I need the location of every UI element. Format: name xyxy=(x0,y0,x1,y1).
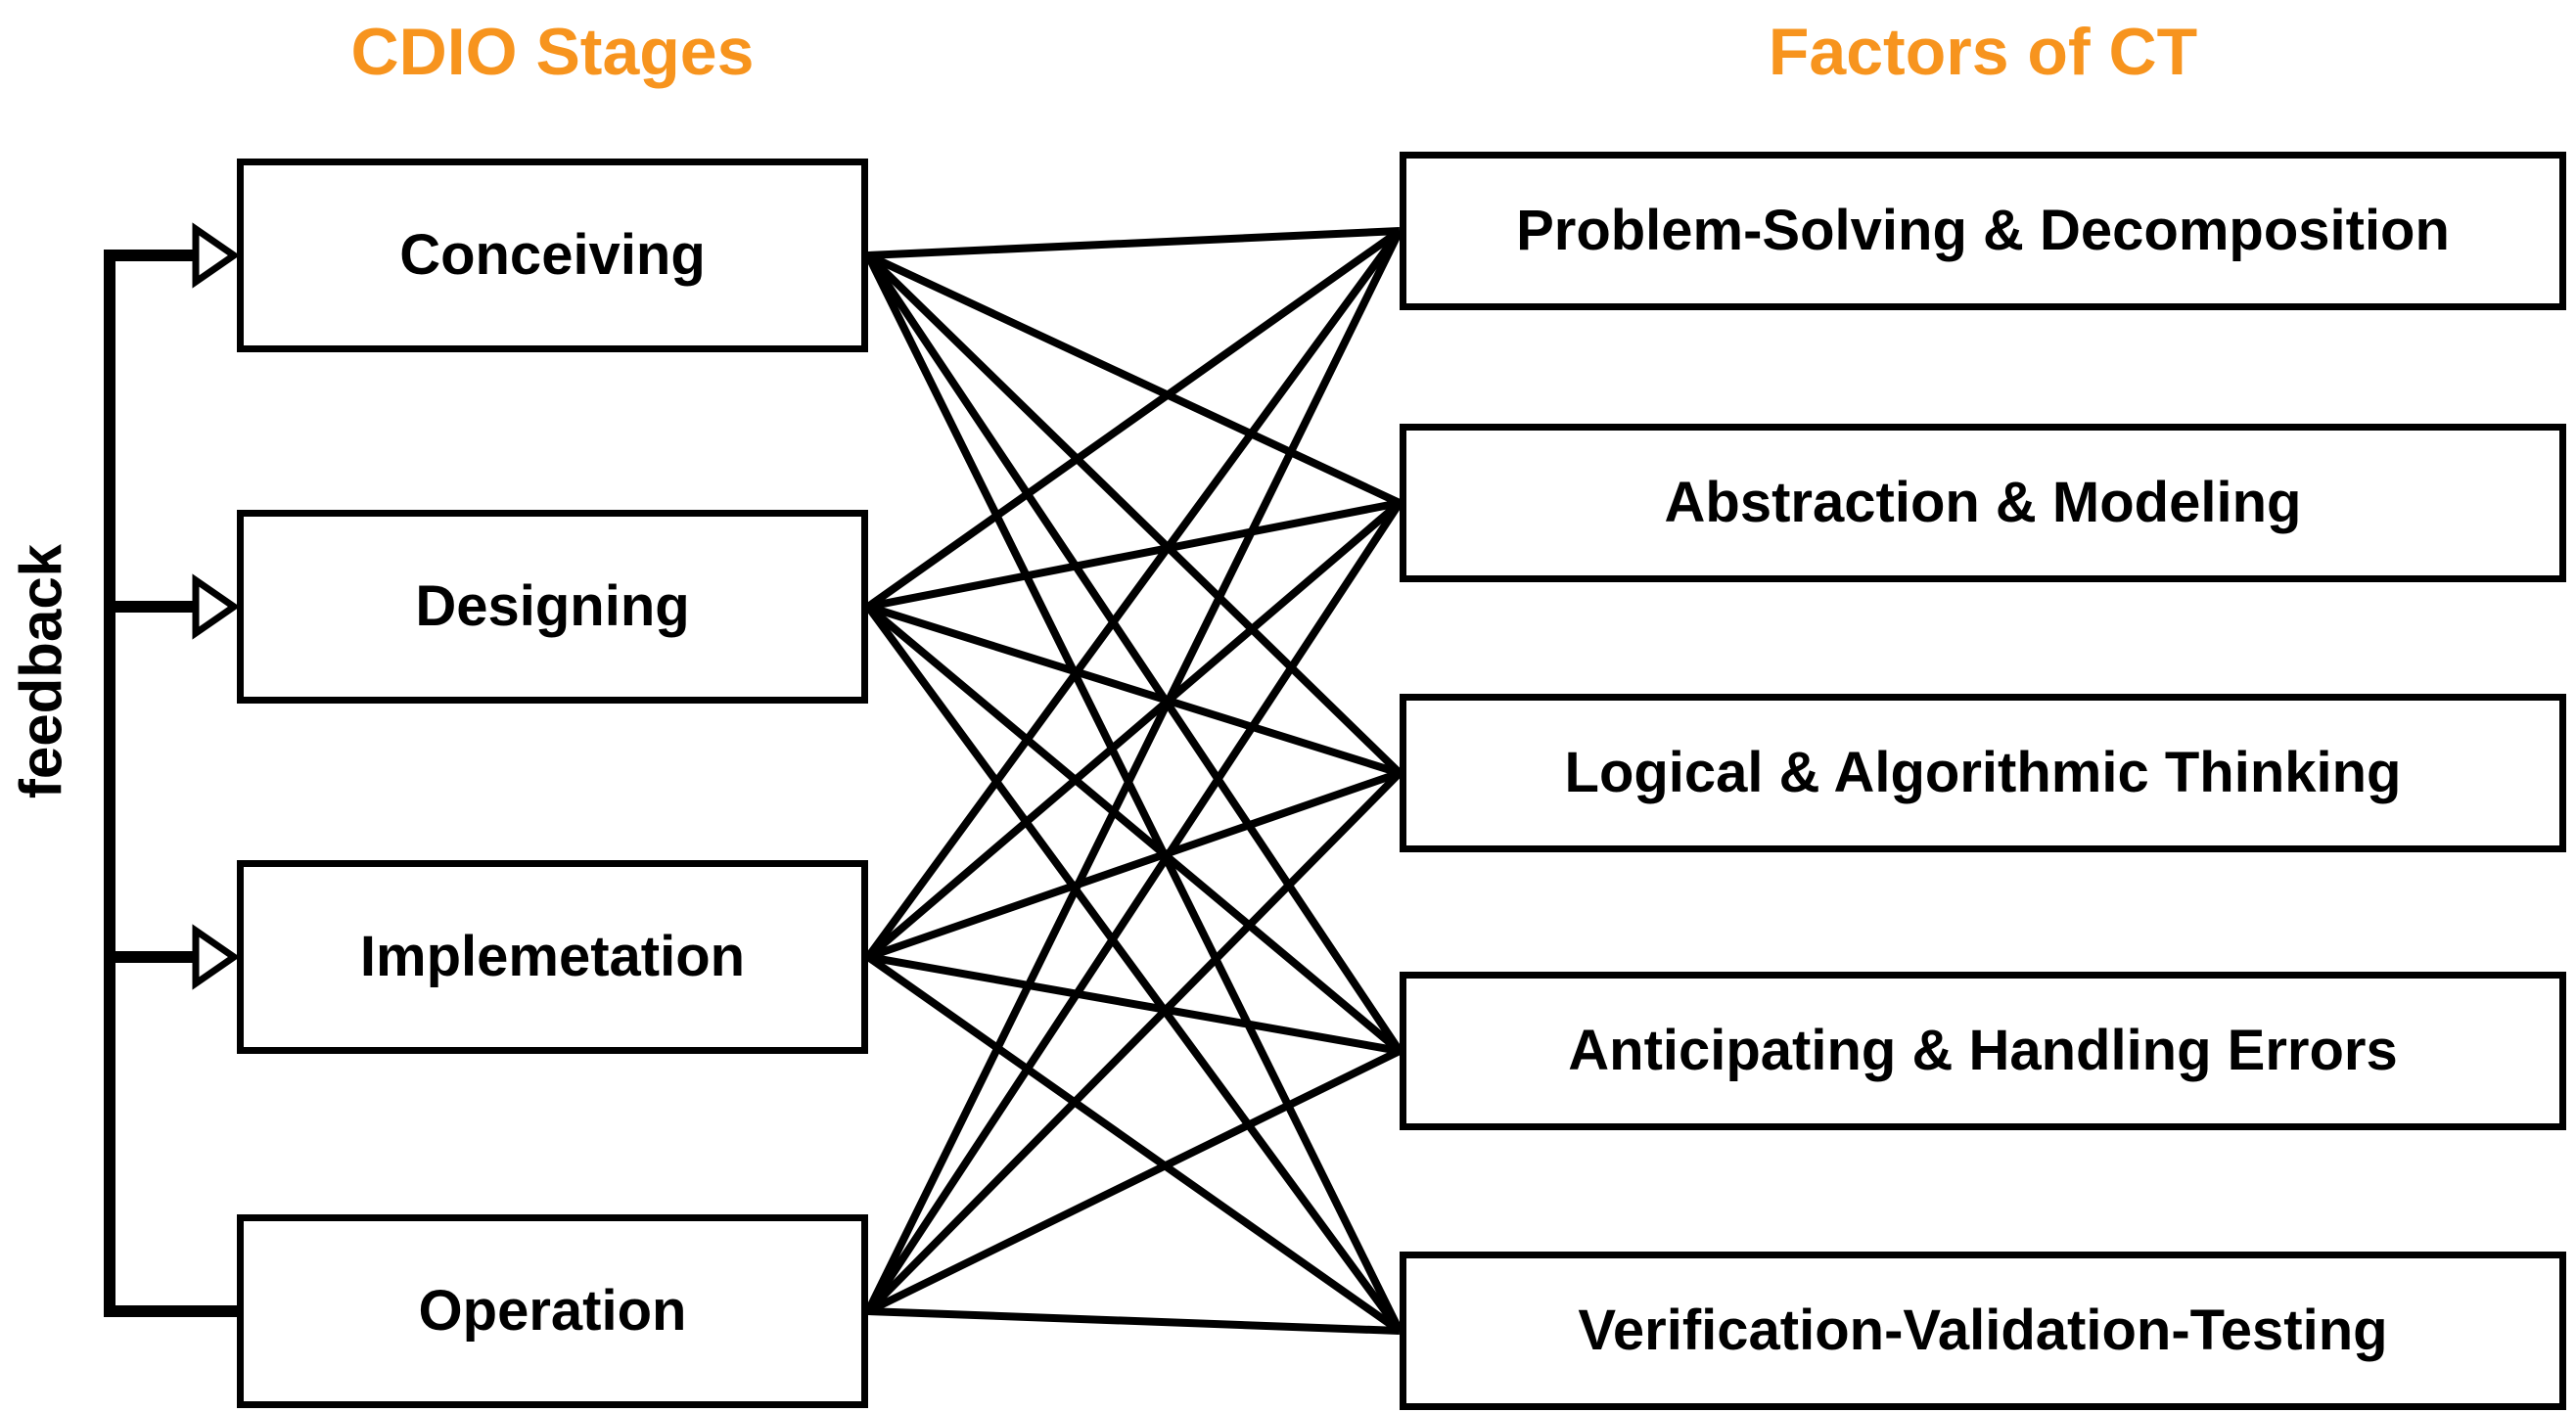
factor-box-abstraction-modeling: Abstraction & Modeling xyxy=(1400,424,2566,582)
edge-line-designing-abstraction xyxy=(867,499,1401,611)
factor-label: Anticipating & Handling Errors xyxy=(1568,1018,2398,1082)
edge-line-operation-problem_solving xyxy=(864,229,1403,1313)
edge-line-designing-verification xyxy=(864,604,1403,1334)
stage-label: Designing xyxy=(415,573,690,638)
factor-label: Abstraction & Modeling xyxy=(1664,470,2302,534)
edge-line-operation-verification xyxy=(867,1307,1401,1335)
feedback-label: feedback xyxy=(8,543,74,799)
left-column-title: CDIO Stages xyxy=(350,15,755,89)
feedback-arrowhead-icon xyxy=(192,573,241,640)
edge-line-designing-logical xyxy=(866,603,1402,777)
edge-line-conceiving-logical xyxy=(865,252,1403,776)
stage-box-designing: Designing xyxy=(237,510,868,704)
edge-line-conceiving-verification xyxy=(864,253,1403,1333)
factor-box-logical-algorithmic-thinking: Logical & Algorithmic Thinking xyxy=(1400,694,2566,852)
edge-line-implementation-logical xyxy=(866,769,1402,961)
stage-label: Implemetation xyxy=(359,924,746,988)
edge-line-conceiving-abstraction xyxy=(866,251,1402,507)
stage-box-implementation: Implemetation xyxy=(237,860,868,1054)
edge-line-conceiving-problem_solving xyxy=(867,227,1401,259)
factor-label: Verification-Validation-Testing xyxy=(1578,1298,2388,1362)
edge-line-implementation-anticipating xyxy=(867,953,1401,1055)
edge-line-operation-logical xyxy=(865,770,1403,1314)
edge-line-implementation-verification xyxy=(865,953,1403,1335)
stage-label: Operation xyxy=(418,1278,687,1343)
factor-label: Problem-Solving & Decomposition xyxy=(1516,198,2450,262)
edge-line-designing-anticipating xyxy=(865,603,1403,1055)
stage-box-conceiving: Conceiving xyxy=(237,159,868,352)
stage-label: Conceiving xyxy=(399,222,706,287)
edge-line-conceiving-anticipating xyxy=(864,252,1403,1054)
stage-box-operation: Operation xyxy=(237,1214,868,1408)
edge-line-implementation-abstraction xyxy=(865,499,1403,961)
factor-box-anticipating-handling-errors: Anticipating & Handling Errors xyxy=(1400,972,2566,1130)
edge-line-operation-anticipating xyxy=(866,1047,1402,1315)
edge-line-designing-problem_solving xyxy=(865,227,1403,611)
factor-box-problem-solving-decomposition: Problem-Solving & Decomposition xyxy=(1400,152,2566,310)
edge-line-implementation-problem_solving xyxy=(864,228,1403,960)
feedback-arrowhead-icon xyxy=(192,924,241,990)
right-column-title: Factors of CT xyxy=(1768,15,2198,89)
factor-box-verification-validation-testing: Verification-Validation-Testing xyxy=(1400,1252,2566,1410)
feedback-rail xyxy=(104,255,237,1317)
feedback-arrowhead-icon xyxy=(192,222,241,289)
edge-line-operation-abstraction xyxy=(864,500,1403,1314)
factor-label: Logical & Algorithmic Thinking xyxy=(1564,740,2402,804)
